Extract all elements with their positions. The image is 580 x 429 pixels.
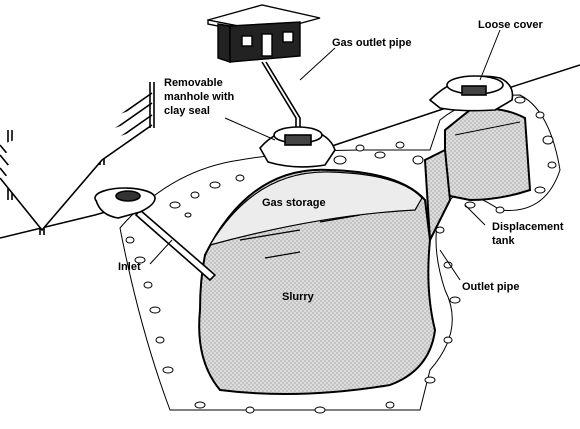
label-displacement-line1: Displacement <box>492 221 564 233</box>
displacement-tank <box>444 107 532 202</box>
house <box>207 4 321 63</box>
fence <box>0 82 155 235</box>
label-inlet: Inlet <box>118 261 141 273</box>
label-manhole-line3: clay seal <box>164 105 210 117</box>
label-loose-cover: Loose cover <box>478 19 544 31</box>
loose-cover <box>428 75 514 112</box>
gas-outlet-pipe <box>261 61 301 132</box>
label-displacement-line2: tank <box>492 235 516 247</box>
label-gas-storage: Gas storage <box>262 197 326 209</box>
label-manhole-line2: manhole with <box>164 91 235 103</box>
stones <box>125 96 557 414</box>
label-outlet-pipe: Outlet pipe <box>462 281 519 293</box>
label-slurry: Slurry <box>282 291 315 303</box>
label-gas-outlet-pipe: Gas outlet pipe <box>332 37 411 49</box>
inlet-funnel <box>94 187 156 219</box>
removable-manhole <box>259 126 336 168</box>
slurry-surface <box>239 214 361 259</box>
outlet-channel <box>423 148 452 244</box>
leader-lines <box>149 29 501 281</box>
label-manhole-line1: Removable <box>164 77 223 89</box>
gas-storage-dome <box>208 171 423 246</box>
